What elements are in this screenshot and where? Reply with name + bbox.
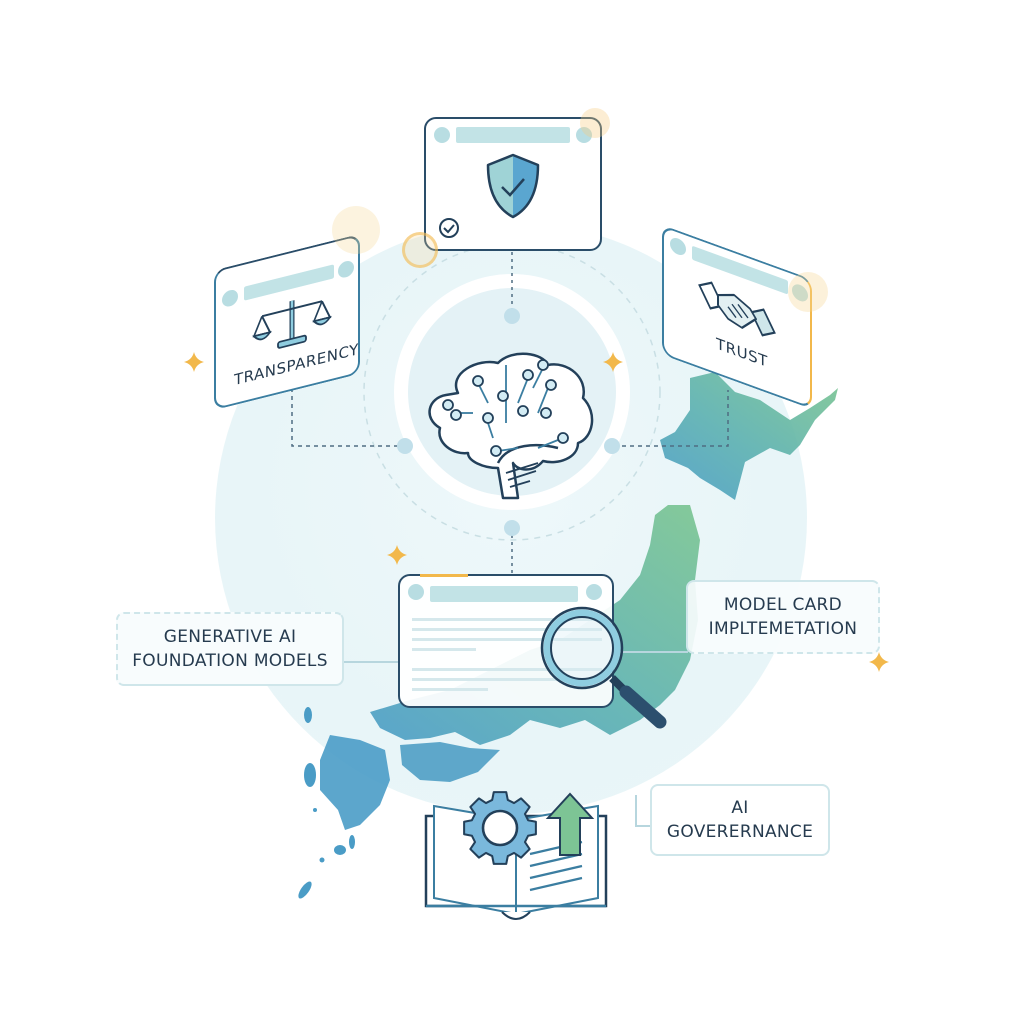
sparkle-icon bbox=[387, 545, 407, 565]
magnifying-glass-icon bbox=[540, 606, 667, 729]
card-dot bbox=[586, 584, 602, 600]
text-line bbox=[412, 628, 602, 631]
text-line bbox=[412, 668, 602, 671]
label-line-2: GOVERERNANCE bbox=[666, 822, 814, 842]
check-circle-icon bbox=[439, 218, 459, 238]
sparkle-icon bbox=[603, 352, 623, 372]
label-line-2: IMPLTEMETATION bbox=[708, 619, 858, 639]
model-card-label: MODEL CARD IMPLTEMETATION bbox=[686, 580, 880, 654]
label-line-2: FOUNDATION MODELS bbox=[132, 651, 328, 671]
sparkle-icon bbox=[869, 652, 889, 672]
glow-dot bbox=[580, 108, 610, 138]
card-accent bbox=[420, 573, 468, 577]
card-dot bbox=[434, 127, 450, 143]
label-line-1: AI bbox=[731, 798, 749, 818]
card-dot bbox=[408, 584, 424, 600]
handshake-icon bbox=[698, 281, 776, 337]
trust-card: TRUST bbox=[662, 224, 812, 410]
shield-check-icon bbox=[486, 153, 540, 219]
card-dot bbox=[576, 127, 592, 143]
brain-circuit-icon bbox=[428, 352, 594, 500]
label-line-1: MODEL CARD bbox=[723, 595, 843, 615]
sparkle-icon bbox=[184, 352, 204, 372]
up-arrow-icon bbox=[545, 792, 595, 856]
transparency-card: TRANSPARENCY bbox=[214, 233, 360, 411]
text-line bbox=[412, 648, 476, 651]
glow-dot bbox=[788, 272, 828, 312]
balance-scale-icon bbox=[252, 300, 332, 349]
card-title-bar bbox=[430, 586, 578, 602]
generative-ai-label: GENERATIVE AI FOUNDATION MODELS bbox=[116, 612, 344, 686]
text-line bbox=[412, 688, 488, 691]
security-card bbox=[424, 117, 602, 251]
glow-ring bbox=[402, 232, 438, 268]
governance-book-icon bbox=[424, 791, 608, 920]
text-line bbox=[412, 678, 602, 681]
label-line-1: GENERATIVE AI bbox=[163, 627, 297, 647]
governance-label: AI GOVERERNANCE bbox=[650, 784, 830, 856]
glow-dot bbox=[332, 206, 380, 254]
text-line bbox=[412, 638, 602, 641]
gear-icon bbox=[463, 791, 537, 865]
text-line bbox=[412, 618, 602, 621]
card-title-bar bbox=[456, 127, 570, 143]
